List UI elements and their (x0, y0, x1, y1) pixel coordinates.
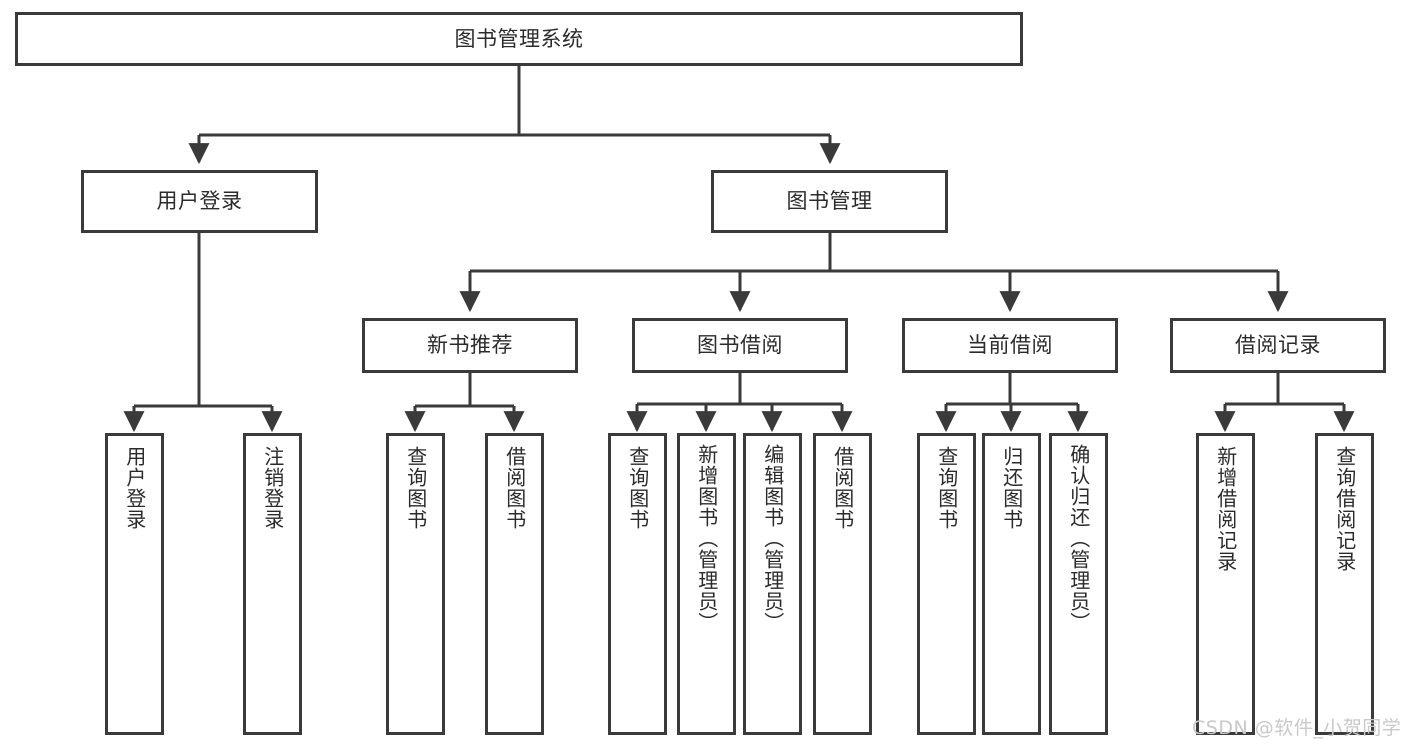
leaf-user-login-login-label: 用户登录 (122, 446, 147, 530)
leaf-user-login-logout-label: 注销登录 (260, 446, 285, 530)
node-root[interactable]: 图书管理系统 (15, 12, 1023, 66)
leaf-book-borrow-borrow-label: 借阅图书 (830, 446, 855, 530)
node-current-borrow[interactable]: 当前借阅 (902, 318, 1118, 373)
leaf-current-borrow-query-label: 查询图书 (934, 446, 959, 530)
node-borrow-record-label: 借阅记录 (1235, 333, 1321, 358)
leaf-book-borrow-add-label: 新增图书（管理员） (694, 444, 719, 633)
leaf-current-borrow-return[interactable]: 归还图书 (982, 433, 1041, 735)
leaf-new-book-borrow[interactable]: 借阅图书 (485, 433, 544, 735)
node-current-borrow-label: 当前借阅 (967, 333, 1053, 358)
csdn-watermark: CSDN @软件_小贺同学 (1192, 717, 1402, 739)
leaf-current-borrow-query[interactable]: 查询图书 (917, 433, 976, 735)
leaf-current-borrow-confirm-label: 确认归还（管理员） (1066, 444, 1091, 633)
node-user-login-label: 用户登录 (156, 189, 243, 214)
leaf-borrow-record-add[interactable]: 新增借阅记录 (1196, 433, 1255, 735)
leaf-current-borrow-confirm[interactable]: 确认归还（管理员） (1049, 433, 1108, 735)
leaf-borrow-record-query-label: 查询借阅记录 (1332, 446, 1357, 572)
node-root-label: 图书管理系统 (454, 26, 584, 51)
node-new-book-recommend[interactable]: 新书推荐 (362, 318, 578, 373)
node-borrow-record[interactable]: 借阅记录 (1170, 318, 1386, 373)
leaf-current-borrow-return-label: 归还图书 (999, 446, 1024, 530)
node-book-management[interactable]: 图书管理 (711, 170, 948, 233)
node-book-borrow[interactable]: 图书借阅 (632, 318, 848, 373)
leaf-book-borrow-query-label: 查询图书 (625, 446, 650, 530)
node-book-management-label: 图书管理 (786, 189, 873, 214)
leaf-new-book-borrow-label: 借阅图书 (502, 446, 527, 530)
node-user-login[interactable]: 用户登录 (81, 170, 318, 233)
leaf-book-borrow-add[interactable]: 新增图书（管理员） (677, 433, 736, 735)
leaf-borrow-record-query[interactable]: 查询借阅记录 (1315, 433, 1374, 735)
leaf-book-borrow-edit[interactable]: 编辑图书（管理员） (743, 433, 802, 735)
leaf-book-borrow-borrow[interactable]: 借阅图书 (813, 433, 872, 735)
leaf-new-book-query-label: 查询图书 (403, 446, 428, 530)
leaf-new-book-query[interactable]: 查询图书 (386, 433, 445, 735)
leaf-book-borrow-query[interactable]: 查询图书 (608, 433, 667, 735)
node-book-borrow-label: 图书借阅 (697, 333, 783, 358)
leaf-user-login-login[interactable]: 用户登录 (105, 433, 164, 735)
leaf-user-login-logout[interactable]: 注销登录 (243, 433, 302, 735)
node-new-book-recommend-label: 新书推荐 (427, 333, 513, 358)
leaf-book-borrow-edit-label: 编辑图书（管理员） (760, 444, 785, 633)
leaf-borrow-record-add-label: 新增借阅记录 (1213, 446, 1238, 572)
